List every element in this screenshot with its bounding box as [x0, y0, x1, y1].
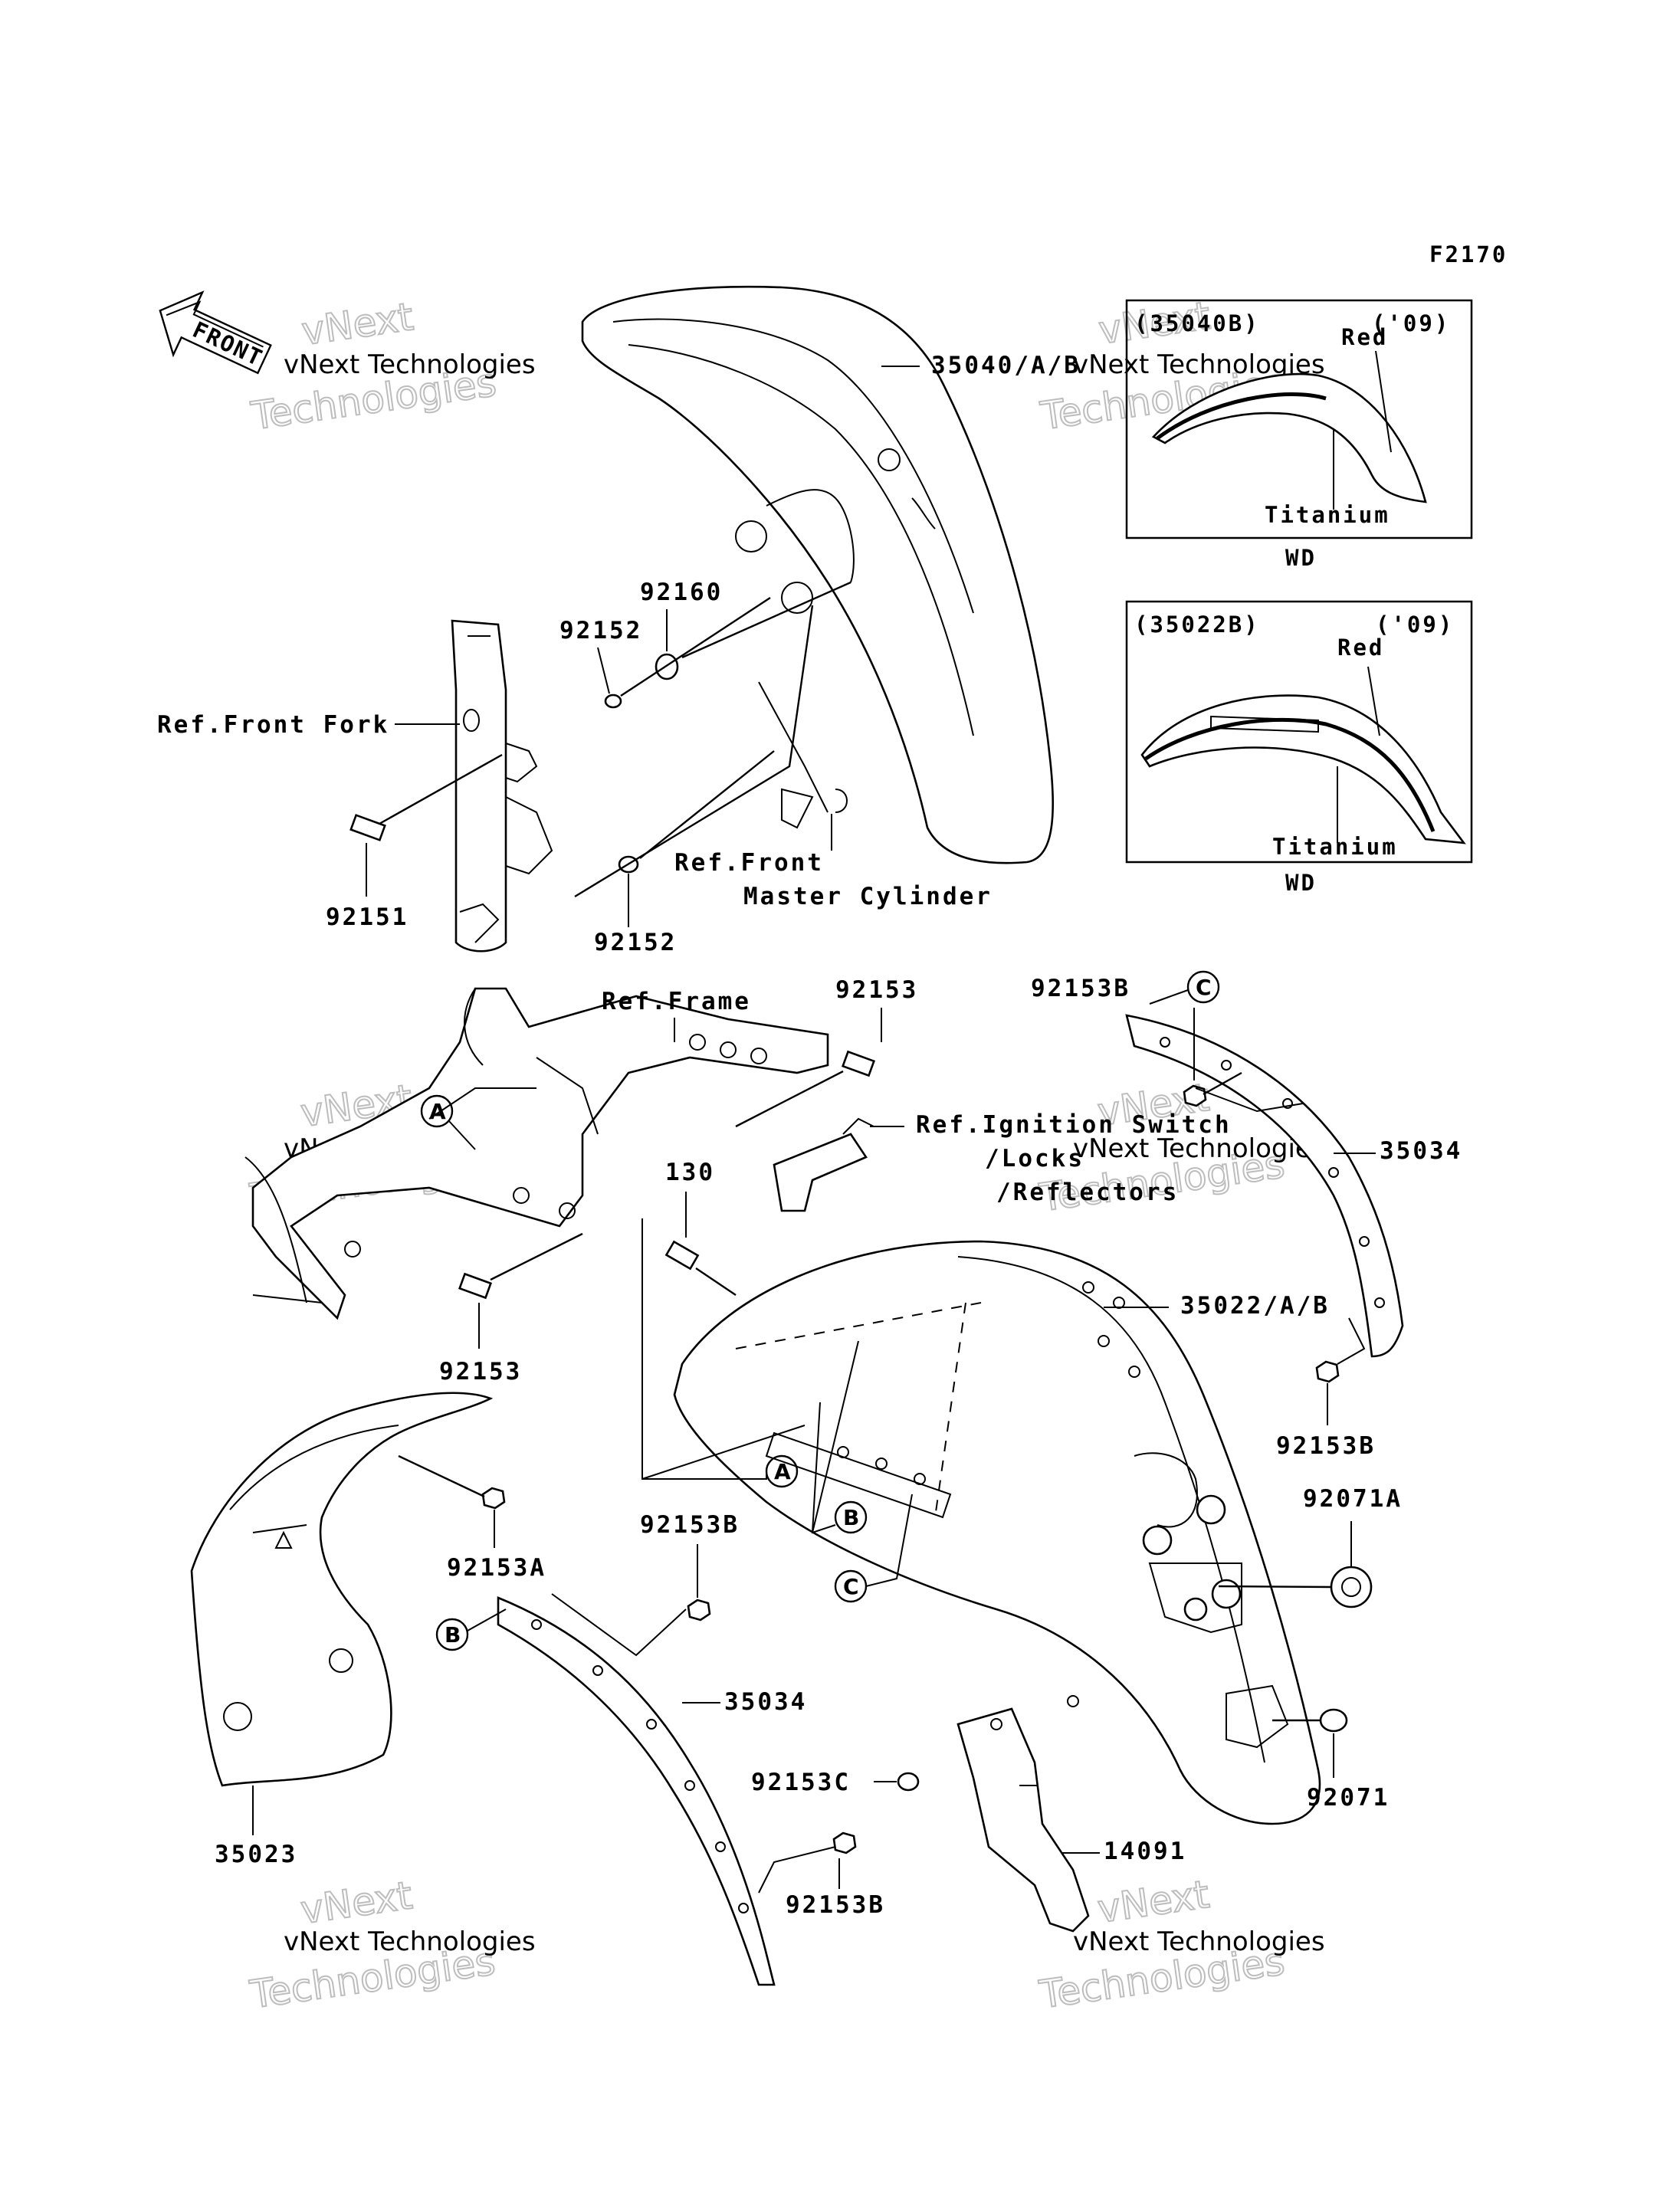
label-130: 130: [665, 1159, 715, 1186]
bolt-92153-top: [841, 1050, 876, 1077]
frame-section: [244, 987, 829, 1320]
inner-fender-35023: [190, 1392, 494, 1787]
label-14091: 14091: [1104, 1838, 1186, 1865]
label-92153C: 92153C: [751, 1769, 851, 1796]
label-92153A: 92153A: [447, 1554, 546, 1582]
watermark-vnext: vNext: [298, 1873, 415, 1933]
nut-92153B-right: [1315, 1360, 1340, 1383]
watermark-label: vNext Technologies: [284, 349, 536, 380]
svg-text:A: A: [429, 1099, 446, 1124]
label-ref-front-master-1: Ref.Front: [674, 849, 824, 877]
inset-bottom-year: ('09): [1376, 612, 1454, 638]
watermark-label: vNext Technologies: [284, 1926, 536, 1957]
label-35023: 35023: [215, 1841, 297, 1868]
svg-text:A: A: [774, 1459, 791, 1484]
label-ref-ignition-2: /Locks: [985, 1145, 1084, 1172]
inset-top-part: (35040B): [1134, 310, 1260, 336]
inset-bottom-part: (35022B): [1134, 612, 1260, 638]
watermark-label: vNext Technologies: [1073, 1926, 1325, 1957]
watermark-vnext: vNext: [299, 294, 416, 354]
watermark-label: vNext Technologies: [1073, 1133, 1325, 1164]
rear-fender: [673, 1240, 1321, 1825]
inset-top-model: WD: [1285, 545, 1317, 571]
inset-35040b: (35040B) ('09) Red Titanium WD: [1125, 299, 1473, 571]
label-ref-front-fork: Ref.Front Fork: [157, 711, 389, 739]
nut-92153B-bottom: [832, 1831, 857, 1854]
label-92071: 92071: [1307, 1784, 1390, 1812]
label-92153B-right: 92153B: [1276, 1432, 1376, 1460]
label-92153B-top: 92153B: [1031, 975, 1130, 1002]
part-14091: [956, 1707, 1090, 1933]
washer-92152-a: [604, 694, 622, 709]
label-ref-frame: Ref.Frame: [602, 988, 751, 1015]
label-92153-top: 92153: [835, 976, 918, 1004]
inset-35022b: (35022B) ('09) Red Titanium WD: [1125, 600, 1473, 896]
callout-c-top: C: [1186, 970, 1220, 1004]
bolt-92153-left: [458, 1272, 493, 1300]
bolt-130: [664, 1240, 700, 1271]
inset-bottom-model: WD: [1285, 870, 1317, 896]
bolt-92151: [349, 814, 386, 841]
label-92071A: 92071A: [1303, 1485, 1403, 1513]
inset-top-red: Red: [1341, 324, 1388, 350]
svg-text:B: B: [445, 1622, 461, 1648]
label-92160: 92160: [640, 579, 723, 606]
callout-b-bottom: B: [435, 1618, 469, 1651]
label-92151: 92151: [326, 903, 409, 931]
label-92153B-mid: 92153B: [640, 1511, 740, 1539]
inset-top-year: ('09): [1372, 310, 1450, 336]
figure-code: F2170: [1429, 241, 1508, 267]
label-ref-ignition-3: /Reflectors: [996, 1179, 1179, 1206]
label-35040: 35040/A/B: [931, 352, 1081, 379]
label-92152-a: 92152: [559, 617, 642, 644]
label-35022: 35022/A/B: [1180, 1292, 1330, 1320]
callout-b-middle: B: [834, 1500, 868, 1534]
inset-bottom-titanium: Titanium: [1272, 834, 1398, 860]
front-arrow-icon: FRONT: [159, 290, 272, 375]
strut-35034-top: [1125, 1014, 1404, 1358]
inset-top-titanium: Titanium: [1265, 502, 1390, 528]
label-35034-top: 35034: [1380, 1137, 1462, 1165]
nut-92153C: [897, 1772, 920, 1792]
label-35034-bottom: 35034: [724, 1688, 807, 1716]
svg-text:B: B: [843, 1505, 859, 1530]
nut-92153B-mid: [687, 1599, 711, 1622]
nut-92153A: [481, 1487, 506, 1510]
callout-a-top: A: [420, 1094, 454, 1128]
washer-92071: [1319, 1708, 1348, 1733]
inset-bottom-red: Red: [1337, 635, 1384, 661]
grommet-92071A: [1330, 1566, 1373, 1608]
svg-text:C: C: [1196, 975, 1212, 1000]
strut-35034-bottom: [497, 1596, 776, 1986]
ignition-bracket: [773, 1117, 874, 1212]
front-fork: [451, 619, 553, 953]
front-fender: [581, 285, 1055, 864]
label-92153B-bottom: 92153B: [786, 1891, 885, 1919]
label-92153-left: 92153: [439, 1358, 522, 1385]
callout-c-bottom: C: [834, 1569, 868, 1603]
nut-92153B-top: [1183, 1084, 1207, 1107]
watermark-vnext: vNext: [1095, 1872, 1212, 1932]
label-92152-b: 92152: [594, 929, 677, 956]
label-ref-front-master-2: Master Cylinder: [743, 883, 993, 910]
label-ref-ignition-1: Ref.Ignition Switch: [916, 1111, 1232, 1139]
svg-text:C: C: [843, 1574, 859, 1599]
